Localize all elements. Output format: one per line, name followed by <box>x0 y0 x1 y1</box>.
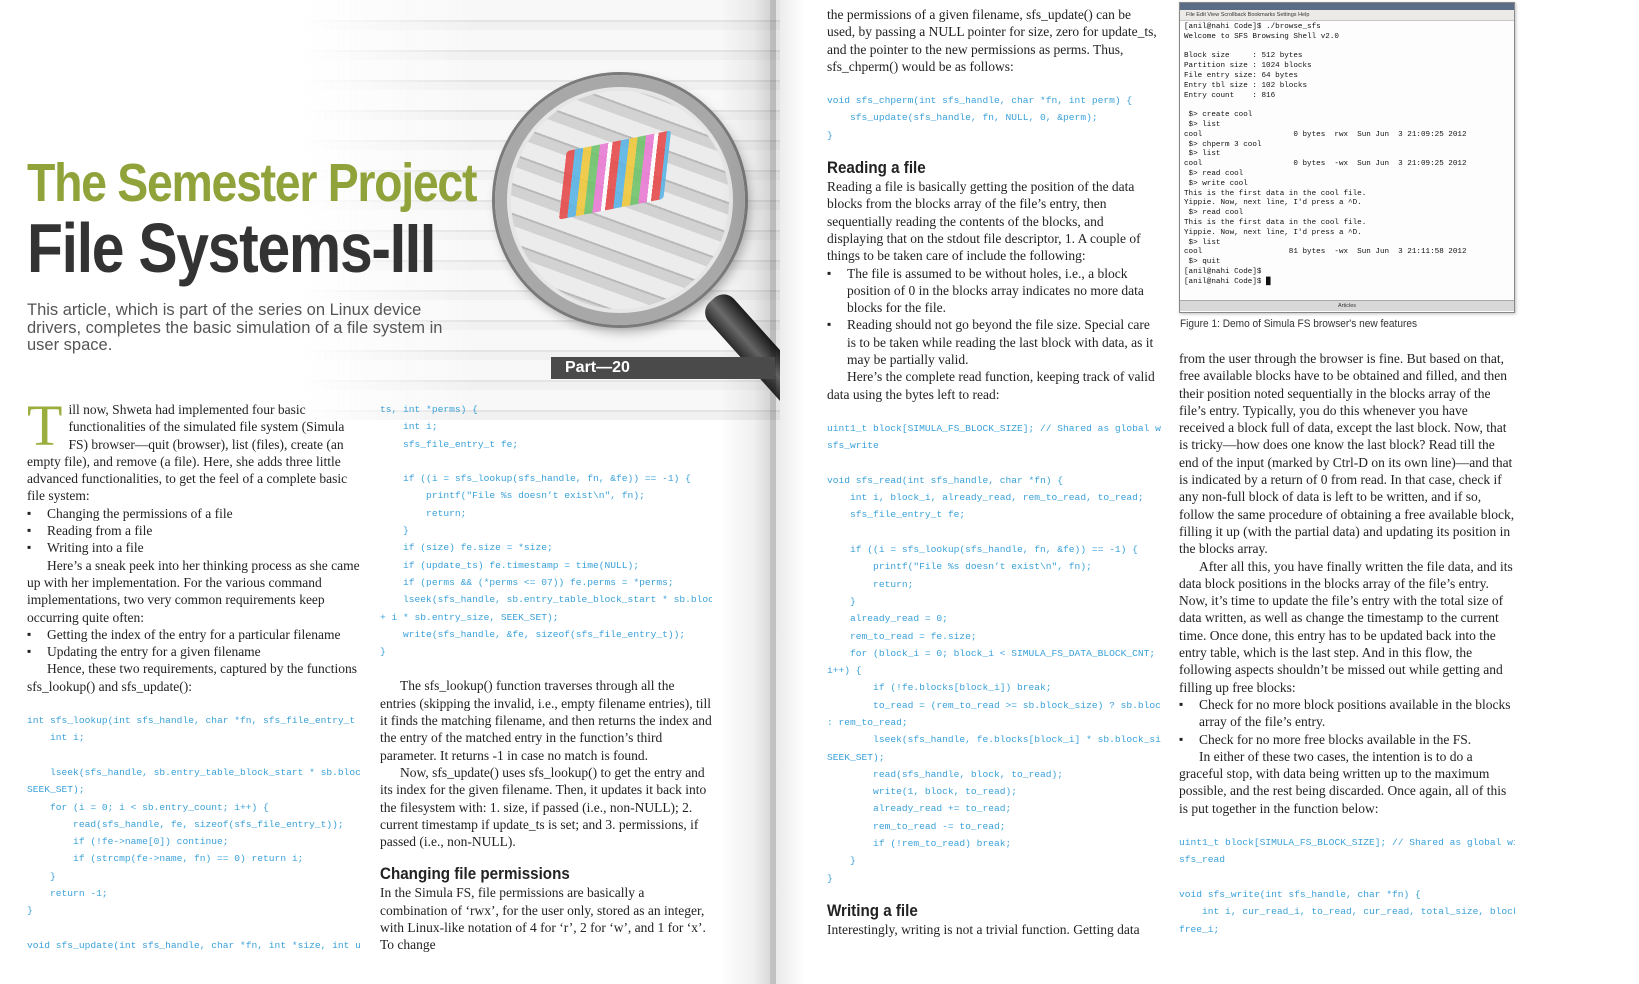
page-gutter-highlight <box>770 0 870 984</box>
column-4: from the user through the browser is fin… <box>1179 350 1515 938</box>
article-title-line2: File Systems-III <box>27 209 436 287</box>
part-label: Part—20 <box>551 357 775 379</box>
column-3: the permissions of a given filename, sfs… <box>827 6 1161 938</box>
paragraph: from the user through the browser is fin… <box>1179 351 1515 557</box>
paragraph: the permissions of a given filename, sfs… <box>827 7 1157 74</box>
list-item: Check for no more block positions availa… <box>1179 696 1515 731</box>
section-heading-writing: Writing a file <box>827 901 918 920</box>
reading-notes-list: The file is assumed to be without holes,… <box>827 265 1161 369</box>
list-item: Updating the entry for a given filename <box>27 643 360 661</box>
list-item: Writing into a file <box>27 539 360 557</box>
write-checks-list: Check for no more block positions availa… <box>1179 696 1515 748</box>
paragraph: Hence, these two requirements, captured … <box>27 661 358 694</box>
section-heading-permissions: Changing file permissions <box>380 865 570 884</box>
code-sfs-read: uint1_t block[SIMULA_FS_BLOCK_SIZE]; // … <box>827 422 1161 884</box>
paragraph: Reading a file is basically getting the … <box>827 179 1141 264</box>
figure-caption: Figure 1: Demo of Simula FS browser's ne… <box>1180 318 1418 330</box>
paragraph: Here’s a sneak peek into her thinking pr… <box>27 557 360 625</box>
code-sfs-lookup: int sfs_lookup(int sfs_handle, char *fn,… <box>27 715 360 951</box>
list-item: Changing the permissions of a file <box>27 505 360 523</box>
code-sfs-chperm: void sfs_chperm(int sfs_handle, char *fn… <box>827 95 1133 141</box>
terminal-output: [anil@nahi Code]$ ./browse_sfs Welcome t… <box>1184 23 1467 286</box>
list-item: Check for no more free blocks available … <box>1179 731 1515 749</box>
paragraph: Here’s the complete read function, keepi… <box>827 369 1155 402</box>
code-sfs-write: uint1_t block[SIMULA_FS_BLOCK_SIZE]; // … <box>1179 837 1515 935</box>
list-item: Reading from a file <box>27 522 360 540</box>
paragraph: Now, sfs_update() uses sfs_lookup() to g… <box>380 764 707 850</box>
drop-cap: T <box>27 393 63 458</box>
section-heading-reading: Reading a file <box>827 159 926 178</box>
paragraph: Interestingly, writing is not a trivial … <box>827 921 1140 937</box>
feature-list: Changing the permissions of a file Readi… <box>27 505 360 557</box>
article-title-line1: The Semester Project <box>27 153 477 213</box>
terminal-menubar: File Edit View Scrollback Bookmarks Sett… <box>1180 10 1514 21</box>
paragraph: In the Simula FS, file permissions are b… <box>380 885 706 953</box>
intro-text: ill now, Shweta had implemented four bas… <box>27 402 348 504</box>
article-deck: This article, which is part of the serie… <box>27 301 443 354</box>
requirement-list: Getting the index of the entry for a par… <box>27 626 360 661</box>
code-sfs-update: ts, int *perms) { int i; sfs_file_entry_… <box>380 404 712 658</box>
column-2: ts, int *perms) { int i; sfs_file_entry_… <box>380 401 712 954</box>
paragraph: After all this, you have finally written… <box>1179 558 1513 695</box>
list-item: Getting the index of the entry for a par… <box>27 626 360 644</box>
terminal-titlebar <box>1180 3 1514 10</box>
list-item: The file is assumed to be without holes,… <box>827 265 1161 317</box>
page-gutter-shadow <box>720 0 776 984</box>
paragraph: The sfs_lookup() function traverses thro… <box>380 678 712 763</box>
terminal-statusbar: Articles <box>1180 300 1514 311</box>
paragraph: In either of these two cases, the intent… <box>1179 748 1507 816</box>
list-item: Reading should not go beyond the file si… <box>827 316 1161 368</box>
hero-illustration <box>300 0 780 440</box>
terminal-screenshot: File Edit View Scrollback Bookmarks Sett… <box>1179 2 1515 313</box>
